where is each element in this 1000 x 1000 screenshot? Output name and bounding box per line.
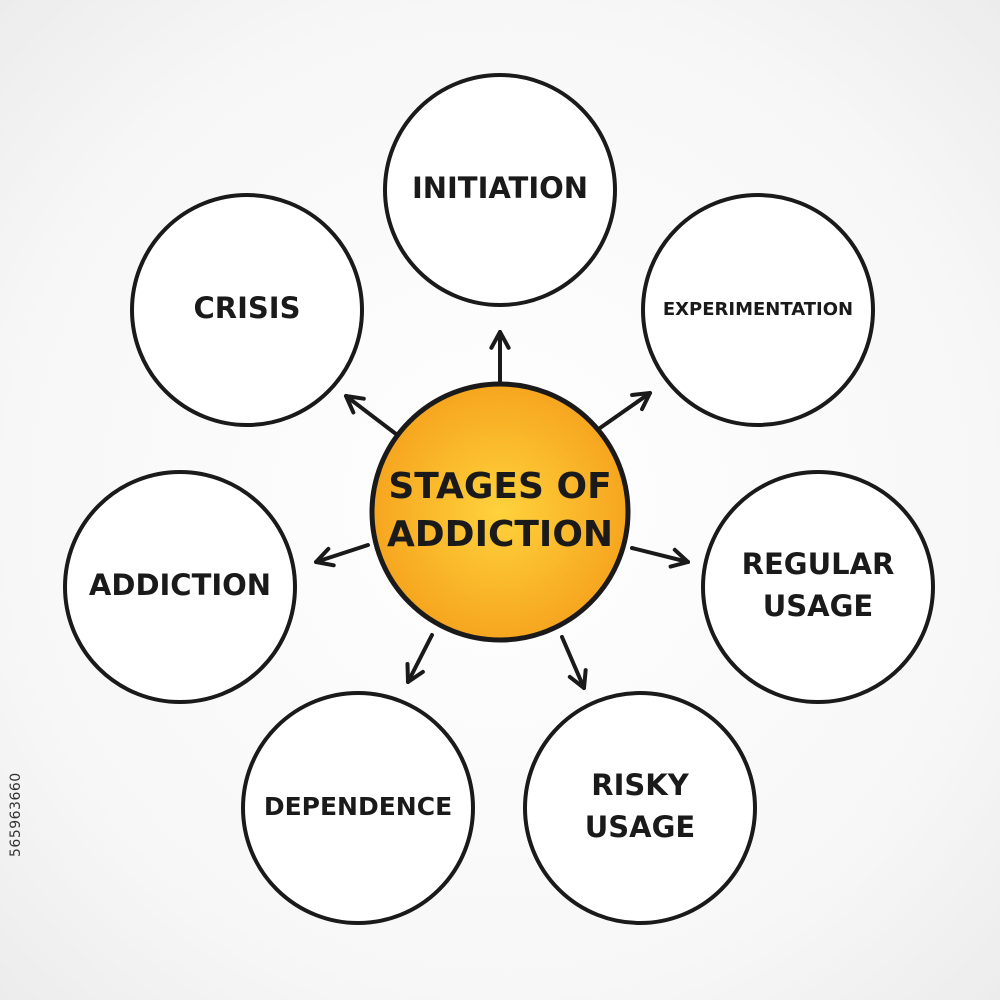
center-label: STAGES OF <box>388 466 611 507</box>
stage-label: DEPENDENCE <box>264 792 452 821</box>
stage-experimentation: EXPERIMENTATION <box>641 193 875 427</box>
stage-circle <box>523 691 757 925</box>
stage-label: ADDICTION <box>89 568 271 602</box>
arrow-regular-usage <box>630 546 690 569</box>
stage-circle <box>63 470 297 704</box>
arrows-group <box>314 330 690 690</box>
stage-regular-usage: REGULAR USAGE <box>701 470 935 704</box>
stage-label: USAGE <box>585 810 696 844</box>
center-label: ADDICTION <box>387 514 613 555</box>
stage-circle <box>241 691 475 925</box>
stage-label: USAGE <box>763 589 874 623</box>
stage-label: REGULAR <box>742 547 895 581</box>
arrow-experimentation <box>598 391 652 430</box>
stage-circle <box>701 470 935 704</box>
arrow-addiction <box>314 543 370 568</box>
arrow-risky-usage <box>560 635 588 690</box>
arrow-initiation <box>489 330 511 384</box>
stage-initiation: INITIATION <box>383 73 617 307</box>
stage-circle <box>130 193 364 427</box>
stage-label: INITIATION <box>412 171 588 205</box>
stock-id: 565963660 <box>8 772 24 858</box>
arrow-dependence <box>405 633 434 684</box>
stage-label: CRISIS <box>194 291 301 325</box>
center-node: STAGES OF ADDICTION <box>369 381 631 643</box>
arrow-crisis <box>344 394 398 436</box>
center-circle <box>369 381 631 643</box>
stage-nodes-group: INITIATIONEXPERIMENTATIONREGULARUSAGERIS… <box>63 73 935 925</box>
stage-label: EXPERIMENTATION <box>663 299 853 320</box>
stage-circle <box>383 73 617 307</box>
stage-addiction: ADDICTION <box>63 470 297 704</box>
stage-label: RISKY <box>591 768 689 802</box>
stage-crisis: CRISIS <box>130 193 364 427</box>
stage-risky-usage: RISKY USAGE <box>523 691 757 925</box>
stage-circle <box>641 193 875 427</box>
stage-dependence: DEPENDENCE <box>241 691 475 925</box>
